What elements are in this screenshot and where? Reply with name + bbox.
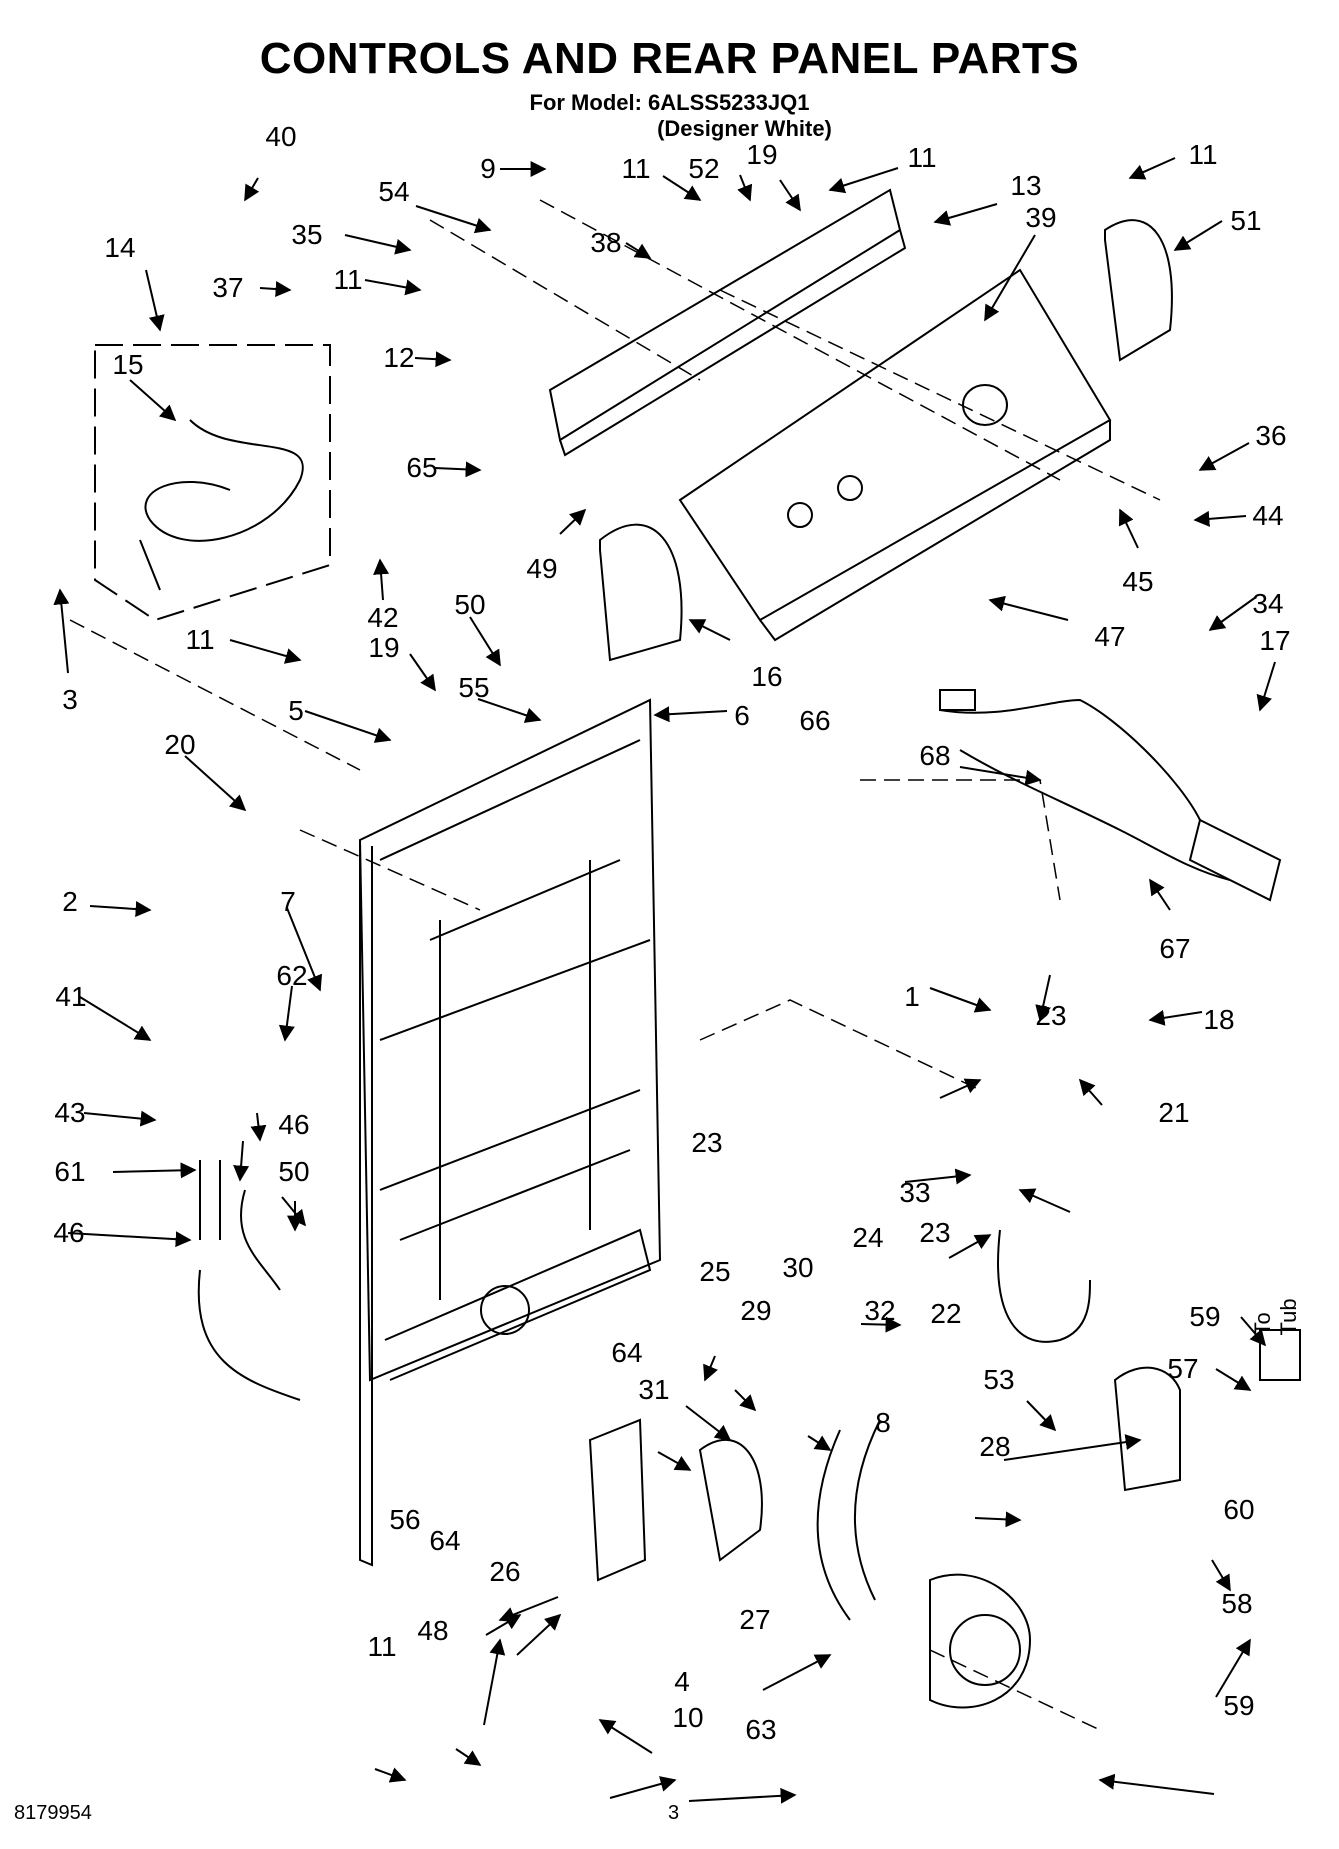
callout-35: 35 [291, 219, 323, 250]
callout-28: 28 [979, 1431, 1011, 1462]
callout-27: 27 [739, 1604, 771, 1635]
callout-67: 67 [1159, 933, 1191, 964]
callout-38: 38 [590, 227, 622, 258]
callout-11: 11 [333, 264, 363, 295]
assembly-guide-lines [69, 199, 1161, 1731]
callout-56: 56 [389, 1504, 421, 1535]
callout-52: 52 [688, 153, 720, 184]
callout-9: 9 [480, 153, 496, 184]
callout-58: 58 [1221, 1588, 1253, 1619]
callout-3: 3 [62, 684, 78, 715]
callout-24: 24 [852, 1222, 884, 1253]
wire-harness-sketch [939, 689, 1282, 902]
callout-34: 34 [1252, 588, 1284, 619]
callout-29: 29 [740, 1295, 772, 1326]
callout-26: 26 [489, 1556, 521, 1587]
control-console-sketch [678, 268, 1112, 642]
callout-42: 42 [367, 602, 399, 633]
rear-panel-sketch [358, 698, 662, 1567]
end-cap-sketch [599, 219, 1173, 662]
callout-49: 49 [526, 553, 558, 584]
callout-11: 11 [621, 153, 651, 184]
callout-63: 63 [745, 1714, 777, 1745]
power-cord-sketch [94, 344, 331, 622]
callout-66: 66 [799, 705, 831, 736]
callout-50: 50 [278, 1156, 310, 1187]
callout-45: 45 [1122, 566, 1154, 597]
callout-57: 57 [1167, 1353, 1199, 1384]
model-line: For Model: 6ALSS5233JQ1 [529, 90, 810, 115]
callout-23: 23 [919, 1217, 951, 1248]
callout-46: 46 [53, 1217, 85, 1248]
color-line: (Designer White) [657, 116, 832, 141]
control-bracket-sketch [548, 188, 907, 457]
callout-22: 22 [930, 1298, 962, 1329]
callout-33: 33 [899, 1177, 931, 1208]
drain-valve-sketch [588, 1329, 1301, 1582]
callout-46: 46 [278, 1109, 310, 1140]
callout-15: 15 [112, 349, 144, 380]
page-number: 3 [668, 1802, 680, 1824]
hose-sketch [197, 1160, 1091, 1621]
callout-11: 11 [1188, 139, 1218, 170]
callout-leaders [53, 157, 1276, 1804]
callout-47: 47 [1094, 621, 1126, 652]
callout-5: 5 [288, 695, 304, 726]
pump-sketch [929, 1573, 1032, 1709]
callout-11: 11 [907, 142, 937, 173]
callout-59: 59 [1223, 1690, 1255, 1721]
callout-21: 21 [1158, 1097, 1190, 1128]
callout-18: 18 [1203, 1004, 1235, 1035]
callout-62: 62 [276, 960, 308, 991]
callout-19: 19 [746, 139, 778, 170]
callout-41: 41 [55, 981, 87, 1012]
callout-4: 4 [674, 1666, 690, 1697]
callout-30: 30 [782, 1252, 814, 1283]
callout-64: 64 [429, 1525, 461, 1556]
callout-50: 50 [454, 589, 486, 620]
callout-20: 20 [164, 729, 196, 760]
callout-23: 23 [1035, 1000, 1067, 1031]
callout-48: 48 [417, 1615, 449, 1646]
callout-25: 25 [699, 1256, 731, 1287]
callout-51: 51 [1230, 205, 1262, 236]
callout-43: 43 [54, 1097, 86, 1128]
callout-23: 23 [691, 1127, 723, 1158]
callout-32: 32 [864, 1295, 896, 1326]
callout-44: 44 [1252, 500, 1284, 531]
callout-60: 60 [1223, 1494, 1255, 1525]
callout-64: 64 [611, 1337, 643, 1368]
callout-55: 55 [458, 672, 490, 703]
callout-1: 1 [904, 981, 920, 1012]
callout-7: 7 [280, 886, 296, 917]
callout-8: 8 [875, 1407, 891, 1438]
callout-12: 12 [383, 342, 415, 373]
callout-16: 16 [751, 661, 783, 692]
to-tub-annotation: To Tub [1250, 1298, 1301, 1336]
callout-36: 36 [1255, 420, 1287, 451]
callout-17: 17 [1259, 625, 1291, 656]
callout-54: 54 [378, 176, 410, 207]
callout-11: 11 [185, 624, 215, 655]
callout-31: 31 [638, 1374, 670, 1405]
callout-37: 37 [212, 272, 244, 303]
callout-13: 13 [1010, 170, 1042, 201]
callout-2: 2 [62, 886, 78, 917]
callout-10: 10 [672, 1702, 704, 1733]
callout-14: 14 [104, 232, 136, 263]
callout-65: 65 [406, 452, 438, 483]
callout-40: 40 [265, 121, 297, 152]
callout-68: 68 [919, 740, 951, 771]
document-number: 8179954 [14, 1802, 92, 1824]
callout-53: 53 [983, 1364, 1015, 1395]
page-title: CONTROLS AND REAR PANEL PARTS [259, 34, 1080, 83]
callout-11: 11 [367, 1631, 397, 1662]
callout-39: 39 [1025, 202, 1057, 233]
callout-59: 59 [1189, 1301, 1221, 1332]
callout-19: 19 [368, 632, 400, 663]
callout-6: 6 [734, 700, 750, 731]
callout-61: 61 [54, 1156, 86, 1187]
